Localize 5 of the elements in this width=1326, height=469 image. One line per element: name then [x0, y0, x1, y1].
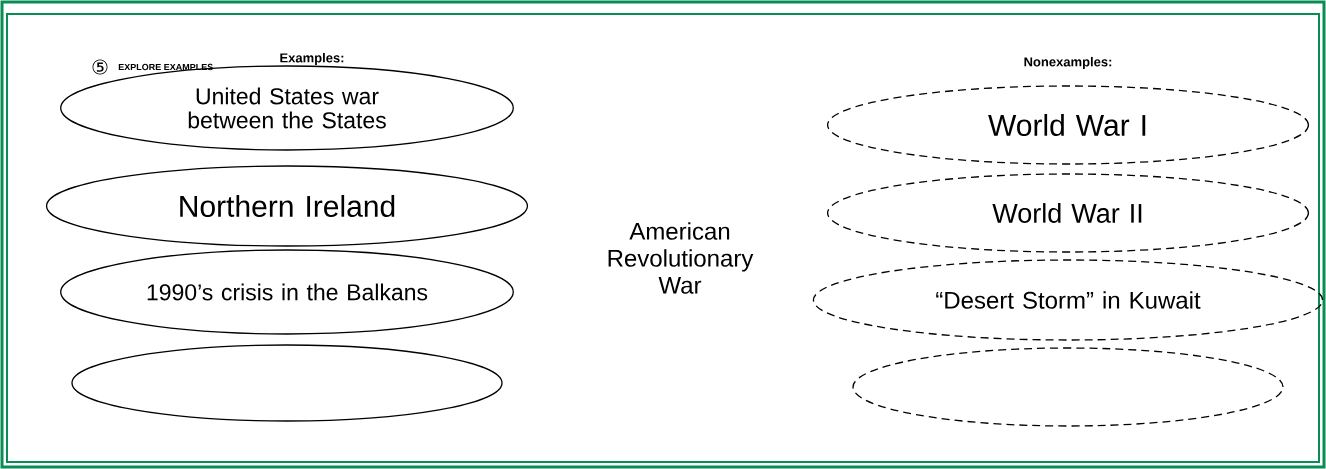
empty-ellipse — [852, 347, 1284, 427]
section-heading: EXPLORE EXAMPLES — [118, 63, 213, 71]
column-heading: Nonexamples: — [1024, 56, 1112, 70]
empty-ellipse — [71, 344, 503, 422]
center-concept: American Revolutionary War — [608, 222, 754, 294]
